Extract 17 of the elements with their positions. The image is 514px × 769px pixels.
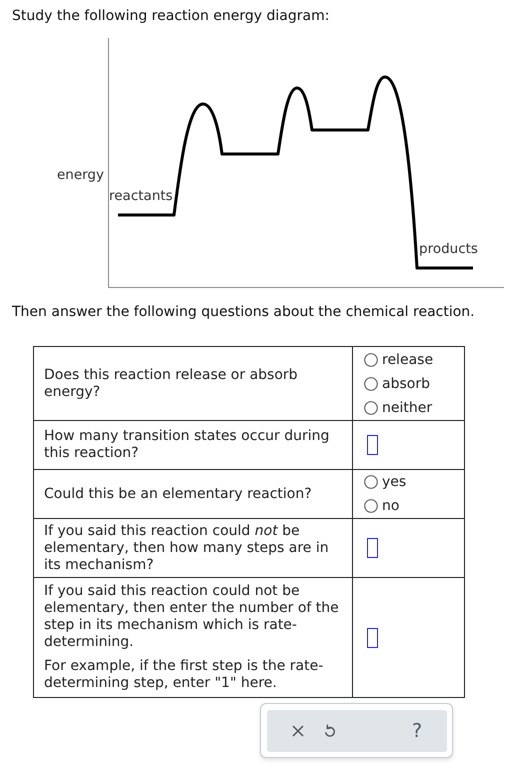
question-text: If you said this reaction could not be elementary, then enter the number of the step in its mechanism which is rate-determining.: [44, 583, 340, 651]
question-text: If you said this reaction could not be elementary, then how many steps are in its mechanism?: [44, 522, 330, 574]
instruction-text: Then answer the following questions about the chemical reaction.: [12, 304, 475, 320]
option-label: yes: [382, 474, 406, 490]
question-text: Does this reaction release or absorb energy?: [44, 366, 299, 400]
axis-label: energy: [56, 167, 104, 183]
option-label: absorb: [382, 376, 430, 392]
curve-label: reactants: [109, 188, 173, 204]
question-text: For example, if the first step is the rate-determining step, enter "1" here.: [44, 658, 324, 692]
option-label: no: [382, 498, 400, 514]
question-text: How many transition states occur during this reaction?: [44, 428, 330, 462]
option-label: release: [382, 352, 434, 368]
question-text: Could this be an elementary reaction?: [44, 486, 313, 502]
curve-label: products: [419, 241, 478, 257]
instruction-text: Study the following reaction energy diagram:: [12, 8, 330, 24]
help-button: ?: [407, 721, 427, 741]
option-label: neither: [382, 400, 432, 416]
